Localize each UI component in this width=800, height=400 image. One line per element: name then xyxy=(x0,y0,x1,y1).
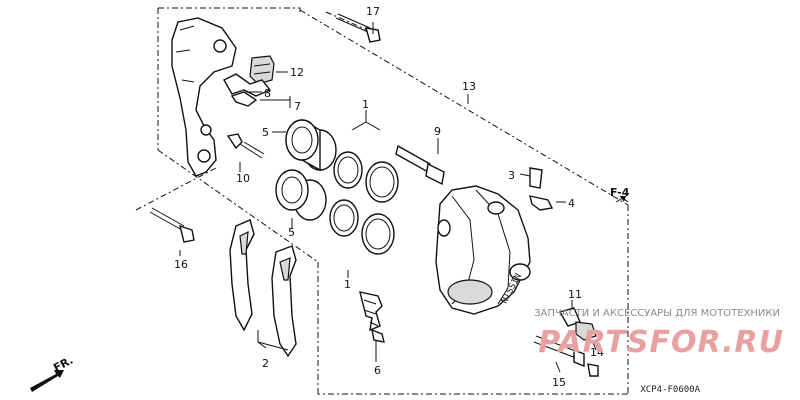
brake-pads xyxy=(229,219,297,358)
assembly-outline xyxy=(135,7,629,395)
callout-numbers: 17 12 8 7 1 13 5 9 10 3 4 F-4 5 16 1 11 … xyxy=(174,5,630,389)
callout-2: 2 xyxy=(262,357,269,370)
bleeder-cap-part-4 xyxy=(529,195,554,211)
callout-1-top: 1 xyxy=(362,98,369,111)
bleeder-valve-part-3 xyxy=(529,167,543,189)
callout-13: 13 xyxy=(462,80,476,93)
callout-7: 7 xyxy=(294,100,301,113)
slide-pin-part-9 xyxy=(395,144,445,186)
callout-11: 11 xyxy=(568,288,582,301)
bolt-part-17 xyxy=(335,13,381,43)
callout-10: 10 xyxy=(236,172,250,185)
callout-15: 15 xyxy=(552,376,566,389)
callout-3: 3 xyxy=(508,169,515,182)
pad-retainer-part-6 xyxy=(359,291,385,343)
leader-lines xyxy=(179,22,629,373)
callout-1-bottom: 1 xyxy=(344,278,351,291)
pad-spring-part-8 xyxy=(223,73,272,107)
reference-label: F-4 xyxy=(610,186,630,199)
callout-9: 9 xyxy=(434,125,441,138)
bolt-part-10 xyxy=(226,133,265,159)
bolt-part-15 xyxy=(533,335,585,368)
front-label: FR. xyxy=(51,354,75,375)
piston-lower xyxy=(275,169,327,221)
watermark-tagline: ЗАПЧАСТИ И АКСЕССУАРЫ ДЛЯ МОТОТЕХНИКИ xyxy=(534,308,780,319)
front-arrow-icon: FR. xyxy=(30,354,75,392)
watermark-brand: PARTSFOR.RU xyxy=(538,325,784,360)
boot-part-12 xyxy=(249,55,275,85)
caliper-body: NISSIN xyxy=(435,185,531,315)
callout-4: 4 xyxy=(568,197,575,210)
callout-12: 12 xyxy=(290,66,304,79)
callout-17: 17 xyxy=(366,5,380,18)
reference-arrow xyxy=(615,195,627,203)
pin-boot-part-14 xyxy=(575,321,599,377)
callout-8: 8 xyxy=(264,87,271,100)
callout-16: 16 xyxy=(174,258,188,271)
caliper-bracket xyxy=(171,17,237,177)
callout-5-bottom: 5 xyxy=(288,226,295,239)
callout-5-top: 5 xyxy=(262,126,269,139)
callout-6: 6 xyxy=(374,364,381,377)
callout-14: 14 xyxy=(590,346,604,359)
seal-set-lower xyxy=(329,199,395,255)
bolt-part-16 xyxy=(149,207,195,243)
watermark: ЗАПЧАСТИ И АКСЕССУАРЫ ДЛЯ МОТОТЕХНИКИ PA… xyxy=(534,308,784,360)
piston-upper xyxy=(285,118,337,172)
diagram-code: XCP4-F0600A xyxy=(640,385,700,395)
seal-set-upper xyxy=(333,151,399,203)
